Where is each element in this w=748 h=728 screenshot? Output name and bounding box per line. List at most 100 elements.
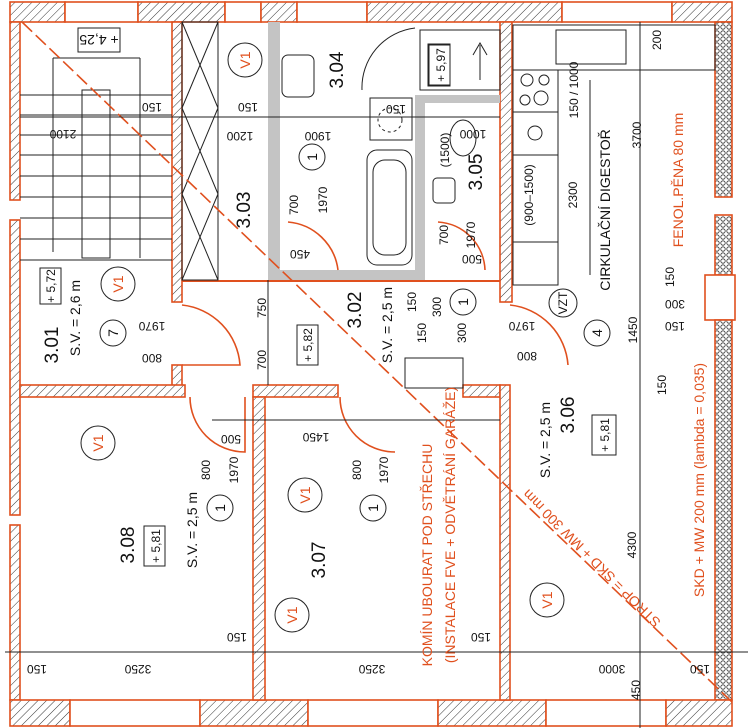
door-tag: 1 — [359, 494, 387, 522]
shaft — [419, 29, 501, 91]
toilet — [449, 119, 477, 157]
v1-tag: V1 — [100, 266, 136, 302]
plan-label: 3700 — [630, 121, 644, 148]
plan-label: 1200 — [226, 129, 253, 143]
plan-label: V1 — [539, 591, 555, 608]
chimney-note: KOMÍN UBOURAT POD STŘECHU — [419, 444, 435, 667]
plan-label: 150 — [386, 102, 406, 116]
plan-label: 7 — [105, 329, 121, 337]
plan-label: 1970 — [316, 186, 330, 213]
door-tag: 1 — [206, 494, 234, 522]
v1-tag: V1 — [227, 42, 263, 78]
plan-label: 1900 — [304, 129, 331, 143]
tags: V1 V1 V1 V1 V1 V1 VZT 7 1 1 4 1 1 — [80, 42, 611, 633]
exterior-walls — [9, 1, 736, 727]
stair-level: + 4,25 — [79, 32, 119, 48]
plan-label: V1 — [297, 486, 313, 503]
plan-label: + 5,72 — [44, 269, 58, 303]
interior-walls — [19, 21, 513, 701]
plan-label: 150 — [405, 292, 419, 312]
plan-label: + 5,81 — [149, 529, 163, 563]
plan-label: 150 — [27, 662, 47, 676]
plan-label: 3.04 — [327, 51, 348, 88]
plan-label: 3.02 — [345, 292, 366, 329]
plan-label: 300 — [455, 323, 469, 343]
plan-label: 3.05 — [466, 154, 487, 191]
washbasin — [281, 54, 315, 98]
sink — [555, 29, 627, 65]
plan-label: 3250 — [124, 662, 151, 676]
plan-label: 1970 — [377, 456, 391, 483]
plan-label: S.V. = 2,6 m — [67, 280, 83, 356]
plan-label: 700 — [255, 350, 269, 370]
wc-basin — [432, 177, 456, 204]
plan-label: + 5,82 — [301, 328, 315, 362]
plan-label: 3.06 — [558, 397, 579, 434]
plan-label: (1500) — [438, 133, 452, 168]
plan-label: 800 — [517, 349, 537, 363]
plan-label: 800 — [199, 460, 213, 480]
plan-label: 150 — [227, 630, 247, 644]
door-tag: 1 — [449, 288, 477, 316]
plan-label: 1 — [304, 153, 320, 161]
fridge — [512, 241, 559, 286]
plan-label: (900–1500) — [522, 164, 536, 225]
plan-label: 1 — [455, 298, 471, 306]
bathtub — [366, 149, 413, 266]
plan-label: 150 — [665, 319, 685, 333]
plan-label: 1970 — [227, 456, 241, 483]
plan-label: 150 — [142, 100, 162, 114]
plan-label: VZT — [556, 291, 570, 314]
plan-label: 1970 — [508, 319, 535, 333]
plan-label: 150 — [663, 267, 677, 287]
plan-label: 450 — [290, 247, 310, 261]
door-tag: 7 — [99, 319, 127, 347]
plan-label: S.V. = 2,5 m — [537, 402, 553, 478]
doors — [181, 221, 569, 453]
plan-label: 450 — [629, 680, 643, 700]
chimney — [404, 357, 464, 389]
v1-tag: V1 — [274, 597, 310, 633]
plan-label: 300 — [430, 297, 444, 317]
plan-label: S.V. = 2,5 m — [379, 287, 395, 363]
plan-label: 2300 — [566, 181, 580, 208]
plan-label: 150 — [471, 630, 491, 644]
plan-label: + 5,97 — [434, 48, 448, 82]
plan-label: 4 — [589, 329, 605, 337]
insulation-note: FENOL.PĚNA 80 mm — [670, 113, 686, 248]
plan-label: 1450 — [302, 430, 329, 444]
v1-tag: V1 — [287, 477, 323, 513]
oven — [512, 111, 559, 156]
plan-label: 150 / 1000 — [567, 61, 581, 118]
vzt-tag: VZT — [548, 288, 578, 318]
v1-tag: V1 — [529, 582, 565, 618]
plan-label: 500 — [462, 252, 482, 266]
level-boxes — [39, 44, 617, 567]
plan-label: 150 — [238, 100, 258, 114]
plan-label: 1970 — [138, 319, 165, 333]
ceiling-diagonal — [21, 21, 733, 703]
room-number: 3.01 — [42, 327, 63, 364]
hood-note: CIRKULAČNÍ DIGESTOŘ — [597, 129, 613, 291]
wall-insulation-note: SKD + MW 200 mm (lambda = 0,035) — [691, 363, 707, 597]
plan-label: 200 — [650, 30, 664, 50]
plan-label: 150 — [690, 662, 710, 676]
plan-label: 1970 — [464, 221, 478, 248]
plan-label: V1 — [90, 434, 106, 451]
plan-label: + 5,81 — [598, 418, 612, 452]
plan-label: 3.07 — [309, 542, 330, 579]
plan-label: 150 — [655, 375, 669, 395]
kitchen-counter — [512, 22, 716, 728]
plan-label: V1 — [237, 51, 253, 68]
plan-label: 3250 — [358, 662, 385, 676]
plan-label: 500 — [221, 432, 241, 446]
labels: + 4,25 2100 150 150 1200 1900 3.01 S.V. … — [27, 30, 710, 700]
washing-machine — [369, 97, 413, 141]
plan-label: 1000 — [459, 127, 486, 141]
plan-label: 800 — [142, 351, 162, 365]
installation-note: (INSTALACE FVE + ODVĚTRÁNÍ GARÁŽE) — [442, 387, 458, 663]
plan-label: 700 — [287, 195, 301, 215]
plan-label: 800 — [350, 460, 364, 480]
plan-label: 750 — [255, 298, 269, 318]
